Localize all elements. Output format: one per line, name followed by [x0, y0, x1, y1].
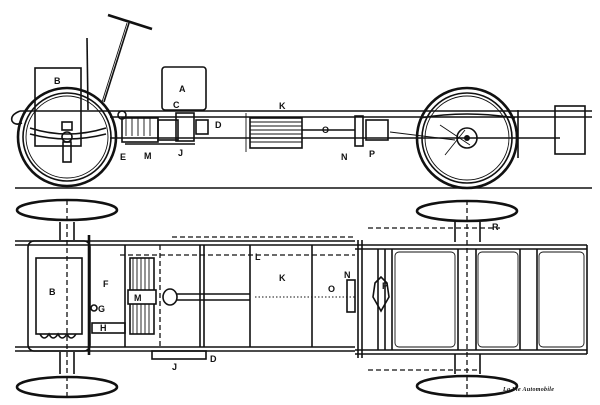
plan-frame	[15, 200, 588, 398]
plan-label-p: P	[382, 281, 388, 291]
plan-label-r: R	[492, 222, 499, 232]
side-box-a	[161, 66, 207, 111]
plan-part-n	[346, 279, 356, 313]
side-frame-rail	[10, 110, 592, 139]
plan-radiator-tubes	[39, 332, 77, 339]
side-front-wheel	[16, 86, 118, 188]
plan-label-o: O	[328, 284, 335, 294]
plan-box-b	[35, 257, 83, 335]
plan-label-f: F	[103, 279, 109, 289]
side-label-m: M	[144, 151, 152, 161]
side-rear-wheel	[389, 86, 519, 190]
side-elevation	[10, 13, 592, 190]
side-spring-k	[245, 113, 303, 152]
plan-label-n: N	[344, 270, 351, 280]
plan-label-k: K	[279, 273, 286, 283]
credit-text: La Vie Automobile	[502, 387, 554, 393]
plan-engine-m	[127, 257, 250, 335]
side-engine	[117, 110, 209, 145]
side-label-p: P	[369, 149, 375, 159]
side-label-c: C	[173, 100, 180, 110]
plan-view	[15, 198, 588, 399]
plan-part-h	[91, 322, 126, 334]
side-label-o: O	[322, 125, 329, 135]
plan-label-j: J	[172, 362, 177, 372]
side-label-n: N	[341, 152, 348, 162]
steering-wheel	[101, 13, 153, 103]
plan-differential-p	[372, 275, 390, 313]
side-label-k: K	[279, 101, 286, 111]
plan-part-j-d	[151, 350, 207, 360]
side-label-e: E	[120, 152, 126, 162]
plan-label-l: L	[255, 252, 261, 262]
plan-label-m: M	[134, 293, 142, 303]
side-label-a: A	[179, 84, 186, 94]
plan-label-g: G	[98, 304, 105, 314]
side-label-d: D	[215, 120, 222, 130]
side-rear-box	[554, 105, 586, 155]
side-differential	[302, 115, 389, 147]
plan-label-b: B	[49, 287, 56, 297]
plan-part-g	[90, 304, 98, 312]
side-label-j: J	[178, 148, 183, 158]
side-label-b: B	[54, 76, 61, 86]
plan-label-h: H	[100, 323, 107, 333]
hand-lever	[86, 37, 89, 111]
plan-label-d: D	[210, 354, 217, 364]
